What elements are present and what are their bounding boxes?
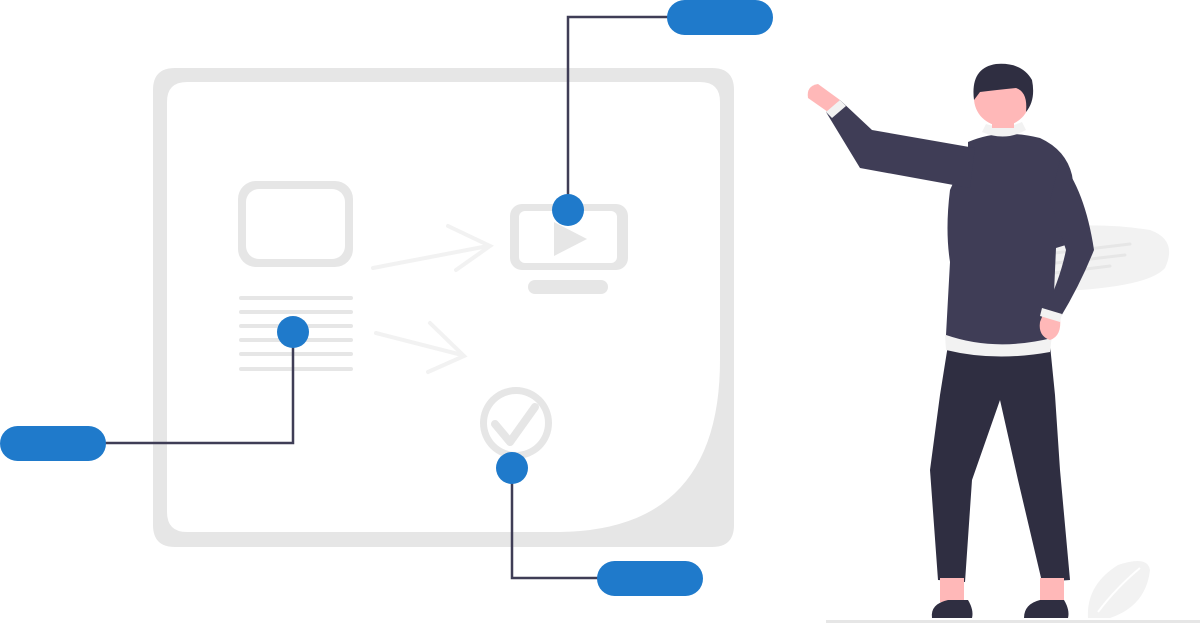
text-lines — [239, 296, 353, 371]
panel-inner — [167, 82, 720, 532]
callout-left[interactable] — [0, 426, 106, 461]
connector-dot-video[interactable] — [552, 194, 584, 226]
workflow-panel — [153, 68, 734, 547]
person-hair — [973, 63, 1034, 112]
person-ankle-right — [1040, 578, 1064, 602]
callout-bottom[interactable] — [597, 561, 703, 596]
person-shoe-left — [931, 600, 973, 618]
person-shirt-hem — [945, 335, 1052, 357]
person-collar — [982, 122, 1026, 137]
arrow-right-icon — [374, 321, 468, 374]
connector-top — [566, 15, 670, 210]
person-cuff — [826, 100, 846, 118]
person-arm-raised — [826, 100, 975, 188]
person-cuff-hip — [1040, 308, 1062, 322]
ground-line — [826, 620, 1200, 623]
leaf-icon — [1087, 561, 1150, 618]
connector-left — [100, 332, 295, 445]
person-figure — [807, 63, 1094, 618]
person-ankle-left — [940, 578, 964, 602]
person-hand-raised — [807, 84, 840, 112]
image-placeholder-icon — [238, 181, 353, 267]
check-circle-icon — [480, 387, 552, 459]
connector-bottom — [510, 468, 600, 580]
person-shoe-right — [1024, 600, 1069, 618]
callout-top-right[interactable] — [667, 0, 773, 35]
connector-dot-text[interactable] — [277, 316, 309, 348]
person-sweater — [946, 133, 1082, 345]
person-pants — [930, 345, 1070, 582]
connector-lines — [100, 15, 670, 580]
arrow-right-icon — [371, 224, 494, 272]
person-arm-hip — [1044, 160, 1094, 318]
video-play-icon — [510, 204, 628, 294]
connector-dot-check[interactable] — [496, 452, 528, 484]
